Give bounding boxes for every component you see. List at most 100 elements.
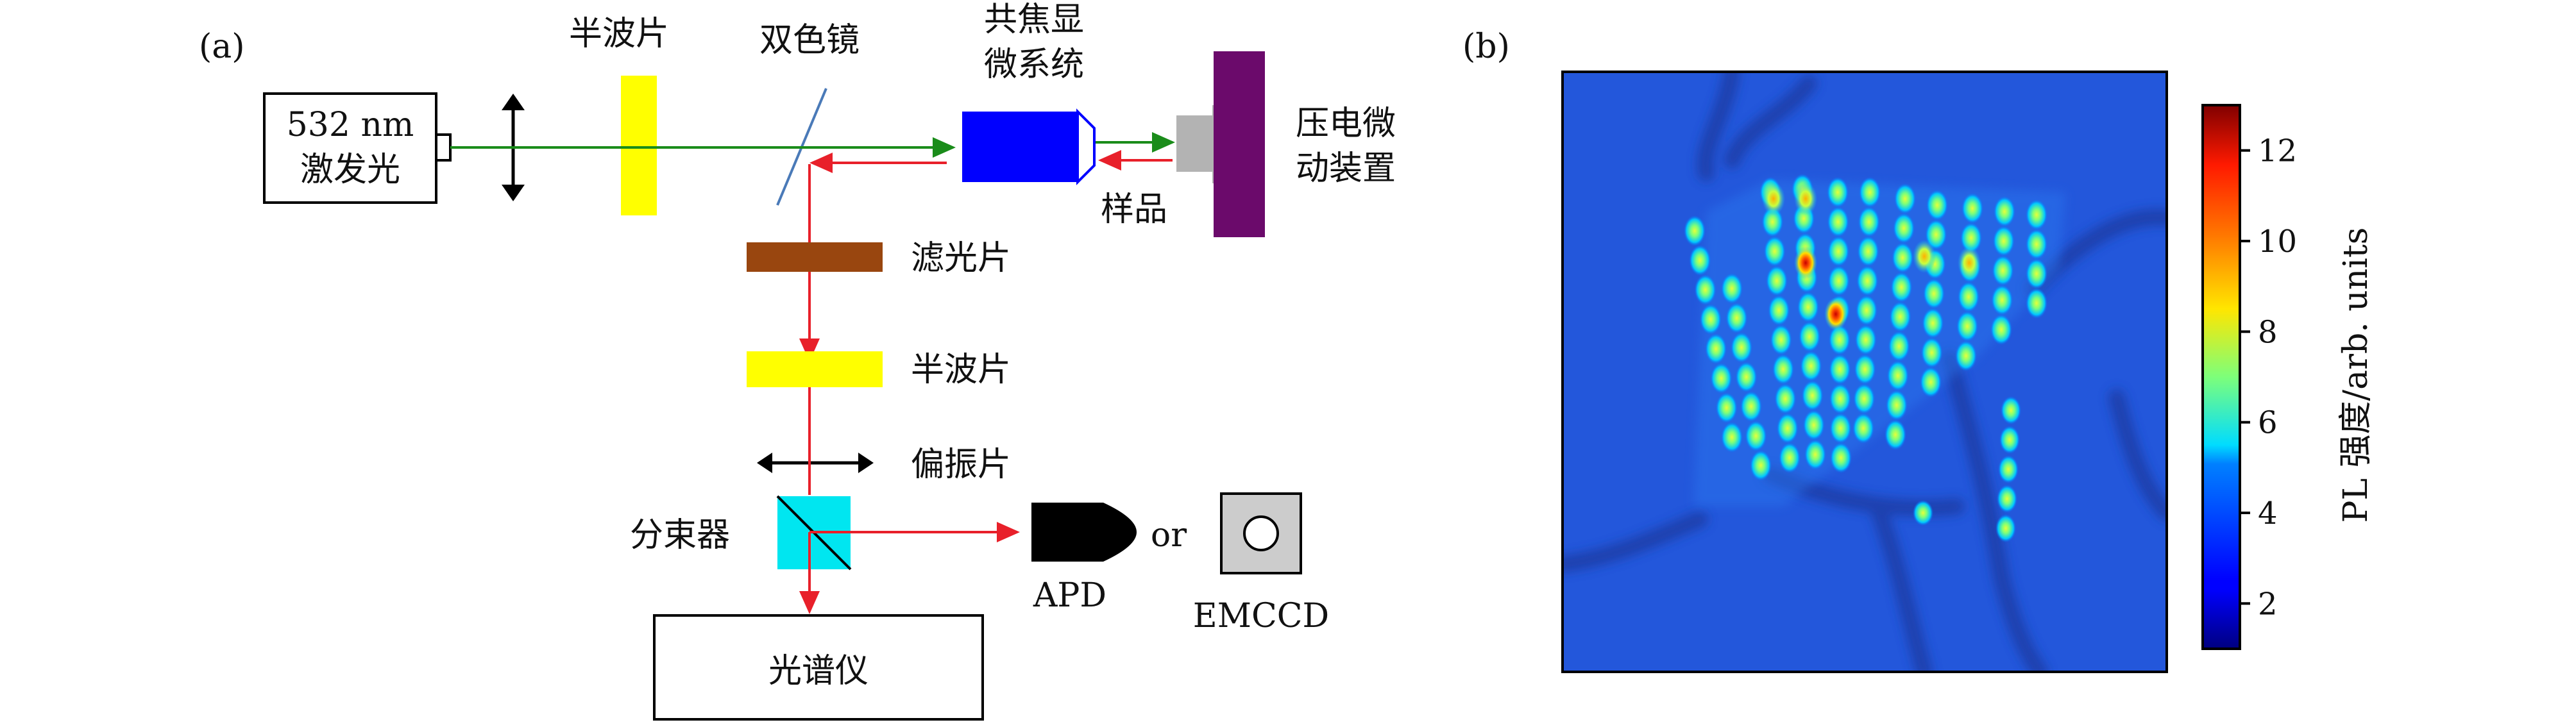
emitter-spot bbox=[1827, 206, 1849, 237]
emitter-spot bbox=[1923, 278, 1945, 309]
emitter-spot bbox=[1827, 236, 1850, 267]
halfwave-top-label: 半波片 bbox=[569, 15, 669, 53]
emitter-spot bbox=[1830, 442, 1852, 473]
emitter-spot bbox=[1827, 177, 1849, 208]
colorbar-tick-label: 8 bbox=[2258, 314, 2278, 350]
emitter-spot bbox=[1699, 304, 1722, 335]
filter bbox=[747, 242, 883, 272]
colorbar-tick-label: 12 bbox=[2258, 133, 2297, 169]
emitter-spot bbox=[1920, 367, 1942, 397]
sample-label: 样品 bbox=[1101, 190, 1167, 229]
emitter-spot bbox=[1770, 324, 1792, 355]
laser-label-2: 激发光 bbox=[300, 151, 400, 189]
emitter-spot bbox=[1996, 514, 2016, 542]
emitter-spot bbox=[1913, 500, 1933, 526]
laser-source: 532 nm 激发光 bbox=[263, 92, 452, 204]
panel-b-tag: (b) bbox=[1462, 28, 1510, 66]
emitter-spot bbox=[1797, 292, 1819, 322]
emitter-spot bbox=[1721, 273, 1743, 304]
emccd-label: EMCCD bbox=[1193, 597, 1329, 635]
emitter-spot bbox=[1925, 219, 1947, 250]
emitter-spot bbox=[1992, 226, 2015, 256]
emitter-spot-bright bbox=[1913, 240, 1936, 273]
emitter-spot bbox=[1889, 301, 1911, 332]
emitter-spot bbox=[1858, 206, 1880, 237]
emitter-spot bbox=[1890, 272, 1913, 303]
emitter-array bbox=[1684, 174, 2047, 542]
colorbar-tick-label: 6 bbox=[2258, 405, 2278, 441]
colorbar-label: PL 强度/arb. units bbox=[2337, 228, 2375, 523]
piezo-stage bbox=[1214, 51, 1265, 237]
emitter-spot bbox=[1892, 242, 1914, 273]
emitter-spot-bright bbox=[1958, 246, 1981, 280]
emitter-spot bbox=[1859, 177, 1881, 208]
emitter-spot bbox=[1827, 265, 1850, 296]
emitter-spot bbox=[1853, 383, 1876, 414]
emitter-spot bbox=[1856, 265, 1879, 296]
emitter-spot bbox=[1893, 213, 1915, 244]
emitter-spot bbox=[1731, 332, 1752, 363]
emitter-spot bbox=[1992, 255, 2014, 286]
emitter-spot bbox=[1885, 390, 1908, 421]
emitter-spot bbox=[1740, 391, 1762, 422]
emitter-spot bbox=[1829, 354, 1851, 385]
emitter-spot bbox=[1997, 485, 2017, 513]
emitter-spot bbox=[1721, 422, 1743, 453]
emitter-spot bbox=[1800, 351, 1822, 381]
emitter-spot bbox=[2001, 396, 2021, 424]
emitter-spot bbox=[1745, 421, 1767, 451]
emitter-spot bbox=[1772, 354, 1794, 385]
emitter-spot bbox=[1852, 413, 1874, 444]
emitter-spot bbox=[1956, 311, 1978, 342]
emitter-spot-bright bbox=[1762, 182, 1785, 215]
emitter-spot bbox=[1689, 245, 1711, 276]
emitter-spot bbox=[1804, 439, 1826, 470]
emitter-spot bbox=[1920, 337, 1943, 368]
colorbar-tick-label: 10 bbox=[2258, 224, 2297, 260]
emitter-spot bbox=[1776, 413, 1799, 444]
emitter-spot bbox=[1694, 274, 1716, 305]
emitter-spot bbox=[1829, 413, 1852, 444]
sample bbox=[1176, 115, 1212, 172]
emitter-spot bbox=[1829, 383, 1851, 414]
filter-label: 滤光片 bbox=[911, 239, 1011, 278]
emitter-spot bbox=[1763, 236, 1786, 267]
colorbar-tick-label: 2 bbox=[2258, 586, 2278, 622]
halfwave-plate-top bbox=[621, 76, 657, 215]
emitter-spot bbox=[1779, 442, 1801, 473]
emitter-spot bbox=[1725, 303, 1748, 333]
pl-map-frame bbox=[1561, 71, 2168, 673]
emitter-spot-bright bbox=[1824, 297, 1847, 331]
panel-a-tag: (a) bbox=[199, 28, 245, 66]
objective-lens bbox=[962, 108, 1096, 185]
splitter-label: 分束器 bbox=[630, 516, 730, 555]
emitter-spot bbox=[2026, 258, 2047, 289]
emitter-spot bbox=[1962, 193, 1983, 224]
emitter-spot bbox=[1802, 410, 1825, 440]
confocal-label-1: 共焦显 bbox=[984, 1, 1084, 39]
spectrometer-box bbox=[653, 614, 984, 721]
emitter-spot bbox=[1801, 380, 1824, 411]
polarizer-label: 偏振片 bbox=[911, 446, 1011, 484]
emitter-spot bbox=[1856, 295, 1877, 326]
emitter-spot bbox=[1857, 236, 1879, 267]
emitter-spot bbox=[1735, 362, 1758, 392]
emitter-spot-bright bbox=[1794, 182, 1817, 215]
emitter-spot bbox=[1955, 340, 1977, 371]
emitter-spot bbox=[1684, 215, 1706, 246]
piezo-label-2: 动装置 bbox=[1296, 149, 1396, 188]
emitter-spot bbox=[1922, 308, 1944, 338]
emitter-spot bbox=[1854, 354, 1876, 385]
emitter-spot bbox=[2026, 199, 2047, 230]
emitter-spot bbox=[1999, 426, 2020, 454]
or-label: or bbox=[1151, 516, 1187, 555]
emitter-spot bbox=[1715, 392, 1738, 423]
emitter-spot bbox=[1926, 190, 1948, 221]
emitter-spot bbox=[1854, 324, 1877, 355]
dichroic-label: 双色镜 bbox=[759, 21, 860, 60]
pl-map bbox=[1563, 72, 2167, 672]
emitter-spot bbox=[1886, 360, 1909, 391]
